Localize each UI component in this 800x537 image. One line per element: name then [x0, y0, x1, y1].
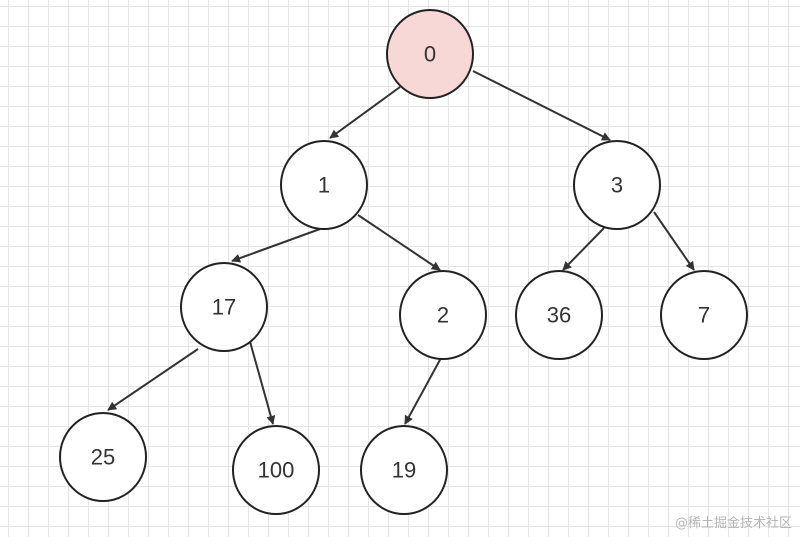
- node-circle: [59, 412, 147, 502]
- tree-node-100: 100: [232, 425, 320, 515]
- edge-arrow-2-to-19: [404, 357, 442, 425]
- tree-node-7: 7: [660, 270, 748, 360]
- edges-layer: [107, 70, 695, 425]
- tree-node-3: 3: [573, 140, 661, 230]
- tree-node-2: 2: [399, 270, 487, 360]
- tree-node-19: 19: [360, 425, 448, 515]
- edge-arrow-0-to-1: [329, 86, 401, 139]
- node-circle: [360, 425, 448, 515]
- node-label: 2: [437, 303, 449, 328]
- node-label: 7: [698, 303, 710, 328]
- edge-arrow-0-to-3: [472, 70, 611, 141]
- node-label: 19: [392, 458, 416, 483]
- edge-arrow-17-to-100: [248, 337, 276, 425]
- edge-arrow-1-to-17: [231, 228, 321, 263]
- node-circle: [280, 140, 368, 230]
- node-circle: [399, 270, 487, 360]
- node-label: 25: [91, 445, 115, 470]
- node-circle: [232, 425, 320, 515]
- node-label: 17: [212, 295, 236, 320]
- node-label: 36: [547, 303, 571, 328]
- tree-node-1: 1: [280, 140, 368, 230]
- tree-node-17: 17: [180, 262, 268, 352]
- tree-node-36: 36: [515, 270, 603, 360]
- edge-arrow-3-to-7: [653, 211, 695, 271]
- node-circle: [180, 262, 268, 352]
- edge-arrow-3-to-36: [562, 227, 605, 271]
- edge-arrow-1-to-2: [357, 214, 441, 271]
- tree-node-0: 0: [386, 9, 474, 99]
- nodes-layer: 0 1 3 17 2 36 7 25 100 19: [59, 9, 748, 515]
- node-label: 3: [611, 173, 623, 198]
- node-label: 100: [258, 458, 295, 483]
- watermark-text: @稀土掘金技术社区: [674, 516, 792, 531]
- node-circle: [660, 270, 748, 360]
- node-circle: [573, 140, 661, 230]
- node-circle: [386, 9, 474, 99]
- node-label: 1: [318, 173, 330, 198]
- node-circle: [515, 270, 603, 360]
- node-label: 0: [424, 42, 436, 67]
- tree-node-25: 25: [59, 412, 147, 502]
- edge-arrow-17-to-25: [107, 348, 199, 411]
